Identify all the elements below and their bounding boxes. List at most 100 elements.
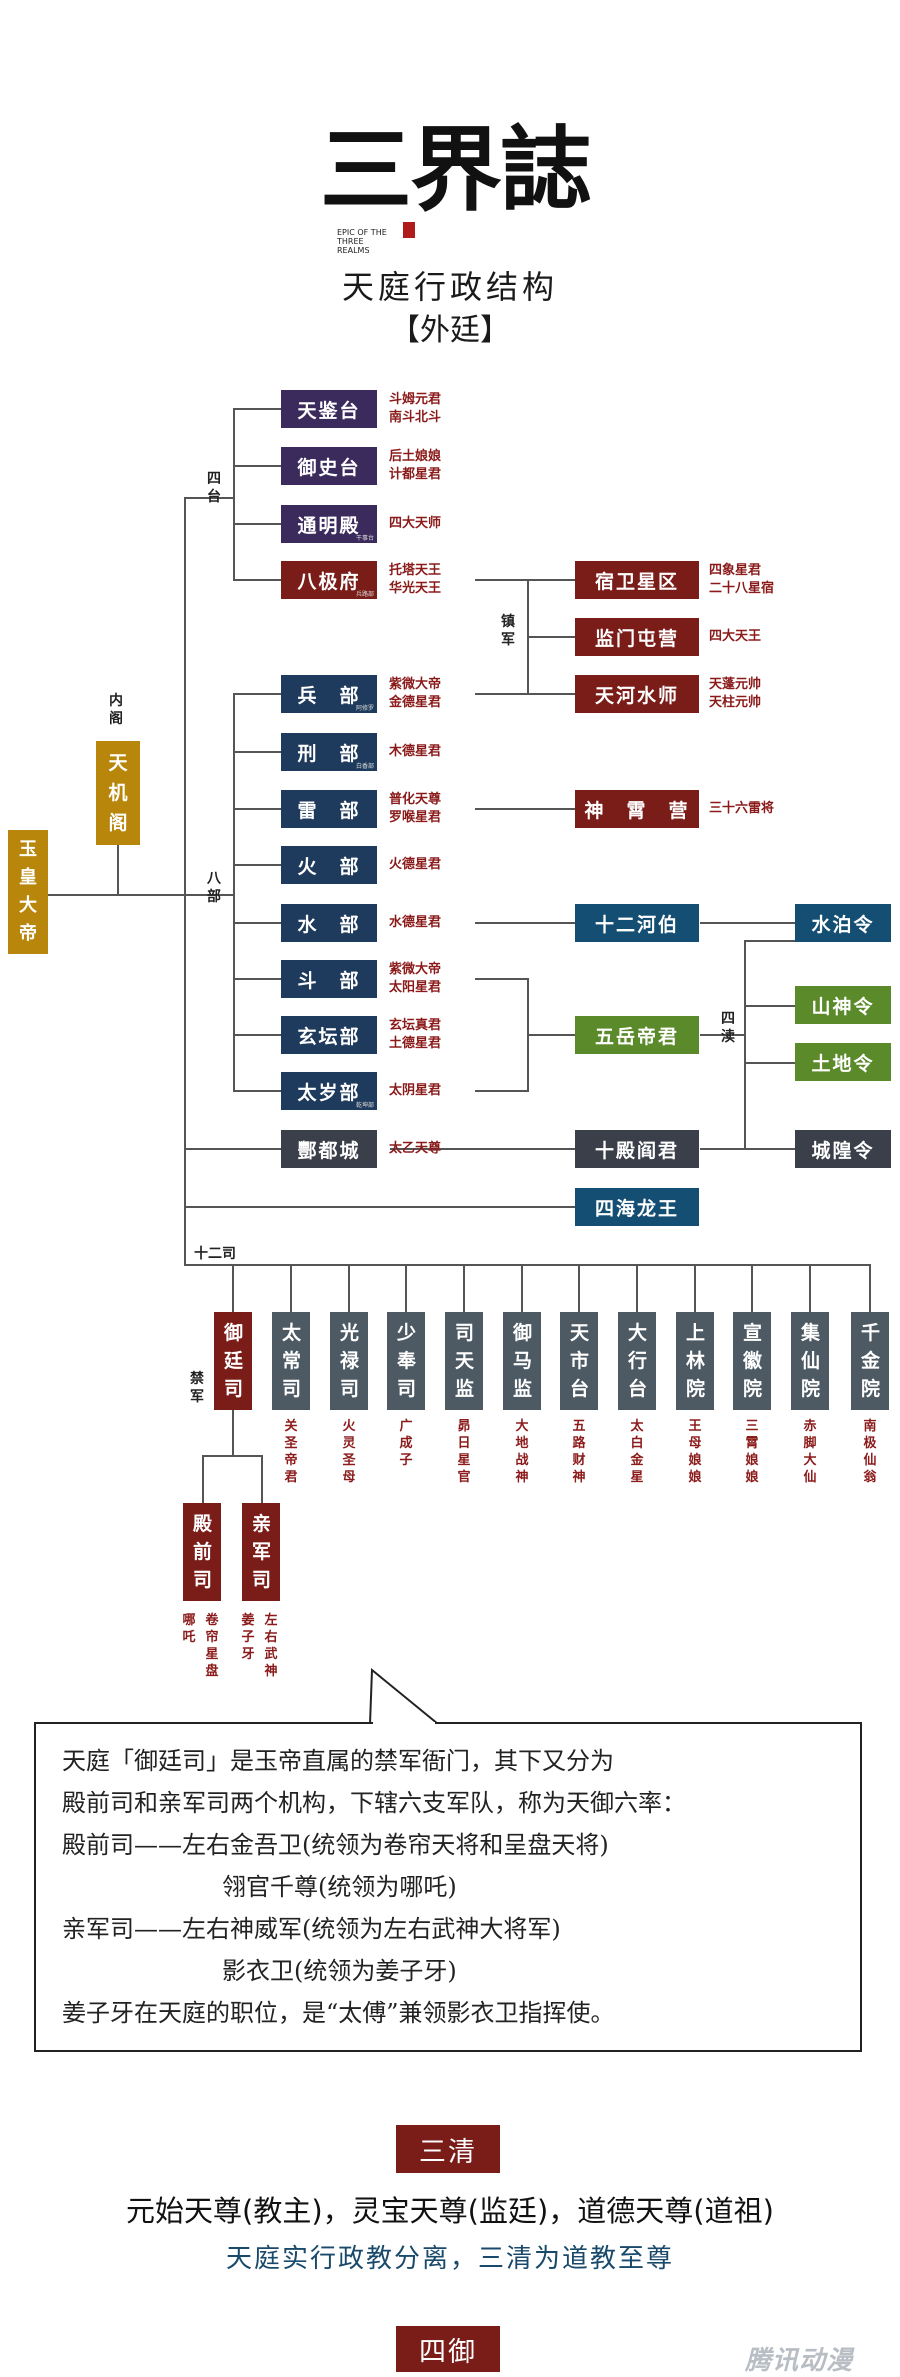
eight-bu-box[interactable]: 雷 部 — [281, 790, 377, 828]
twelve-si-box[interactable]: 少奉司 — [387, 1312, 425, 1410]
official-note: 太乙天尊 — [389, 1141, 442, 1156]
cabinet-box[interactable]: 天机阁 — [96, 741, 140, 845]
twelve-si-box[interactable]: 司天监 — [445, 1312, 483, 1410]
callout-line: 影衣卫(统领为姜子牙) — [222, 1957, 457, 1985]
connector — [202, 1455, 204, 1505]
connector — [475, 693, 575, 695]
river-box[interactable]: 十二河伯 — [575, 904, 699, 942]
twelve-si-box[interactable]: 御马监 — [503, 1312, 541, 1410]
official-note: 托塔天王华光天王 — [389, 563, 442, 596]
callout-line: 亲军司——左右神威军(统领为左右武神大将军) — [62, 1915, 561, 1943]
connector — [521, 1264, 523, 1314]
official-note: 关圣帝君 — [284, 1419, 298, 1485]
zhen-jun-box[interactable]: 监门屯营 — [575, 618, 699, 656]
fengdu-box[interactable]: 酆都城 — [281, 1130, 377, 1168]
callout-line: 姜子牙在天庭的职位，是“太傅”兼领影衣卫指挥使。 — [62, 1999, 615, 2027]
connector — [527, 636, 575, 638]
zhen-jun-box[interactable]: 宿卫星区 — [575, 561, 699, 599]
cabinet-label: 天机阁 — [108, 752, 128, 834]
twelve-si-box[interactable]: 太常司 — [272, 1312, 310, 1410]
four-tai-box[interactable]: 御史台 — [281, 447, 377, 485]
official-note: 昴日星官 — [457, 1419, 471, 1485]
twelve-si-box[interactable]: 光禄司 — [330, 1312, 368, 1410]
sanqing-banner: 三清 — [396, 2125, 500, 2173]
connector — [184, 497, 186, 1247]
official-note: 左右武神 — [264, 1613, 278, 1679]
official-note: 卷帘星盘 — [205, 1613, 219, 1679]
group-label-jin-jun: 禁军 — [190, 1371, 204, 1405]
mountain-ling-box[interactable]: 山神令 — [795, 986, 891, 1024]
jin-jun-box[interactable]: 殿前司 — [183, 1503, 221, 1601]
connector — [233, 922, 281, 924]
eight-bu-box[interactable]: 斗 部 — [281, 960, 377, 998]
dragon-king-box[interactable]: 四海龙王 — [575, 1188, 699, 1226]
eight-bu-box[interactable]: 玄坛部 — [281, 1016, 377, 1054]
thunder-camp-box[interactable]: 神 霄 营 — [575, 790, 699, 828]
eight-bu-box[interactable]: 水 部 — [281, 904, 377, 942]
connector — [233, 864, 281, 866]
logo-title: 三界誌 — [319, 116, 592, 224]
twelve-si-box[interactable]: 宣徽院 — [733, 1312, 771, 1410]
connector — [233, 1090, 281, 1092]
connector — [184, 1247, 186, 1265]
eight-bu-box[interactable]: 刑 部 白香部 — [281, 733, 377, 771]
eight-bu-box[interactable]: 太岁部 乾坤部 — [281, 1072, 377, 1110]
callout-box — [34, 1722, 862, 2052]
connector — [475, 978, 528, 980]
connector — [184, 1206, 576, 1208]
eight-bu-box[interactable]: 兵 部 阿修罗 — [281, 675, 377, 713]
four-tai-box[interactable]: 通明殿 干事台 — [281, 505, 377, 543]
group-label-zhen-jun: 镇军 — [501, 614, 515, 648]
river-ling-box[interactable]: 水泊令 — [795, 904, 891, 942]
connector — [475, 579, 528, 581]
twelve-si-box[interactable]: 御廷司 — [214, 1312, 252, 1410]
twelve-si-box[interactable]: 天市台 — [560, 1312, 598, 1410]
official-note: 大地战神 — [515, 1419, 529, 1485]
official-note: 太阴星君 — [389, 1083, 442, 1098]
connector — [184, 497, 234, 499]
ten-kings-box[interactable]: 十殿阎君 — [575, 1130, 699, 1168]
earth-ling-box[interactable]: 土地令 — [795, 1043, 891, 1081]
emperor-box[interactable]: 玉皇大帝 — [8, 830, 48, 954]
group-label-eight-bu: 八部 — [207, 871, 221, 905]
connector — [233, 978, 281, 980]
group-label-four-tai: 四台 — [207, 471, 221, 505]
connector — [463, 1264, 465, 1314]
wuyue-box[interactable]: 五岳帝君 — [575, 1016, 699, 1054]
eight-bu-box[interactable]: 火 部 — [281, 846, 377, 884]
connector — [700, 1034, 745, 1036]
callout-tail-cover — [373, 1722, 435, 1726]
zhen-jun-box[interactable]: 天河水师 — [575, 675, 699, 713]
official-note: 五路财神 — [572, 1419, 586, 1485]
connector — [233, 523, 281, 525]
twelve-si-box[interactable]: 千金院 — [851, 1312, 889, 1410]
connector — [809, 1264, 811, 1314]
official-note: 紫微大帝太阳星君 — [389, 962, 442, 995]
twelve-si-box[interactable]: 大行台 — [618, 1312, 656, 1410]
city-god-box[interactable]: 城隍令 — [795, 1130, 891, 1168]
official-note: 哪吒 — [182, 1613, 196, 1645]
four-tai-box[interactable]: 天鉴台 — [281, 390, 377, 428]
twelve-si-box[interactable]: 集仙院 — [791, 1312, 829, 1410]
connector — [405, 1264, 407, 1314]
cabinet-group-label: 内阁 — [109, 693, 123, 727]
connector — [744, 1062, 795, 1064]
official-note: 王母娘娘 — [688, 1419, 702, 1485]
connector — [233, 579, 281, 581]
connector — [290, 1264, 292, 1314]
connector — [700, 1148, 745, 1150]
connector — [694, 1264, 696, 1314]
connector — [184, 894, 234, 896]
twelve-si-box[interactable]: 上林院 — [676, 1312, 714, 1410]
four-tai-box[interactable]: 八极府 兵路部 — [281, 561, 377, 599]
connector — [233, 693, 281, 695]
group-label-twelve-si: 十二司 — [194, 1246, 236, 1262]
connector — [48, 894, 185, 896]
jin-jun-box[interactable]: 亲军司 — [242, 1503, 280, 1601]
connector — [233, 1034, 281, 1036]
connector — [475, 1090, 528, 1092]
connector — [202, 1455, 262, 1457]
official-note: 紫微大帝金德星君 — [389, 677, 442, 710]
connector — [184, 1148, 281, 1150]
speech-bubble-tail — [368, 1668, 441, 1725]
